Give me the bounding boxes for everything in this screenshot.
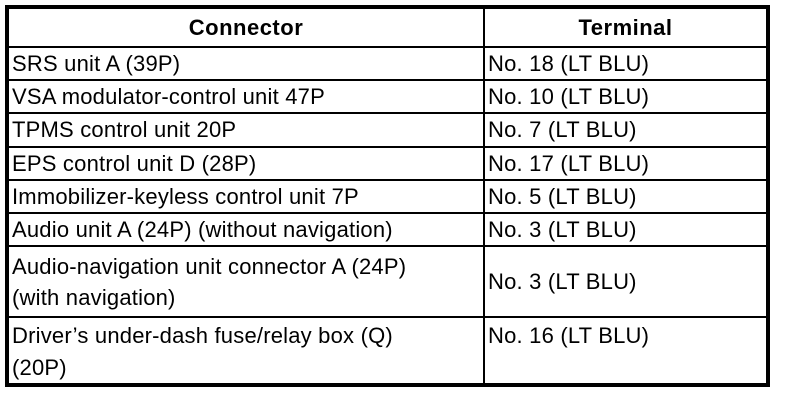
table-row: Audio-navigation unit connector A (24P) … xyxy=(6,245,769,319)
connector-cell: TPMS control unit 20P xyxy=(6,112,485,148)
terminal-cell: No. 7 (LT BLU) xyxy=(483,112,769,148)
connector-cell: Driver’s under-dash fuse/relay box (Q) (… xyxy=(6,316,485,386)
header-row: Connector Terminal xyxy=(6,6,769,48)
table-row: TPMS control unit 20P No. 7 (LT BLU) xyxy=(6,112,769,148)
connector-cell: SRS unit A (39P) xyxy=(6,45,485,82)
table-row: Driver’s under-dash fuse/relay box (Q) (… xyxy=(6,316,769,386)
connector-cell: Audio-navigation unit connector A (24P) … xyxy=(6,245,485,319)
connector-cell: Immobilizer-keyless control unit 7P xyxy=(6,178,485,215)
terminal-cell: No. 3 (LT BLU) xyxy=(483,245,769,319)
connector-cell: EPS control unit D (28P) xyxy=(6,145,485,181)
connector-cell: Audio unit A (24P) (without navigation) xyxy=(6,212,485,248)
terminal-cell: No. 18 (LT BLU) xyxy=(483,45,769,82)
table-row: VSA modulator-control unit 47P No. 10 (L… xyxy=(6,79,769,115)
terminal-cell: No. 17 (LT BLU) xyxy=(483,145,769,181)
table-row: EPS control unit D (28P) No. 17 (LT BLU) xyxy=(6,145,769,181)
terminal-cell: No. 10 (LT BLU) xyxy=(483,79,769,115)
connector-cell: VSA modulator-control unit 47P xyxy=(6,79,485,115)
table-row: Audio unit A (24P) (without navigation) … xyxy=(6,212,769,248)
column-header-terminal: Terminal xyxy=(483,6,769,48)
table-row: Immobilizer-keyless control unit 7P No. … xyxy=(6,178,769,215)
terminal-cell: No. 16 (LT BLU) xyxy=(483,316,769,386)
terminal-cell: No. 5 (LT BLU) xyxy=(483,178,769,215)
column-header-connector: Connector xyxy=(6,6,485,48)
connector-terminal-table: Connector Terminal SRS unit A (39P) No. … xyxy=(5,5,770,387)
table-row: SRS unit A (39P) No. 18 (LT BLU) xyxy=(6,45,769,82)
terminal-cell: No. 3 (LT BLU) xyxy=(483,212,769,248)
